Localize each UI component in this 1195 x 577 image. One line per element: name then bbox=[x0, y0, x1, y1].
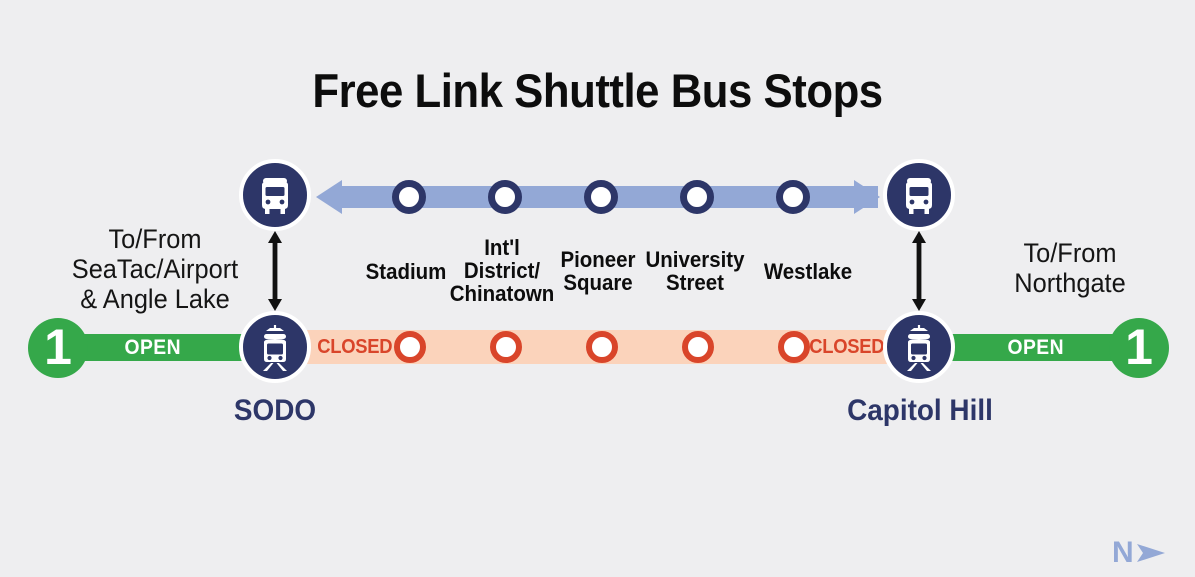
compass-letter: N bbox=[1112, 536, 1134, 569]
light-rail-icon bbox=[263, 325, 287, 371]
destination-label-left: To/From SeaTac/Airport & Angle Lake bbox=[71, 224, 239, 314]
stop-label-stadium: Stadium bbox=[365, 259, 447, 284]
transfer-arrow-sodo bbox=[264, 231, 286, 311]
bus-station-capitol-hill[interactable] bbox=[883, 159, 955, 231]
shuttle-stop-marker[interactable] bbox=[584, 180, 618, 214]
closed-status-label-left: CLOSED bbox=[317, 336, 393, 358]
stop-label-university-street: University Street bbox=[645, 247, 745, 295]
shuttle-stop-marker[interactable] bbox=[776, 180, 810, 214]
open-segment-bar-right bbox=[930, 334, 1130, 361]
stop-label-intl-district: Int'l District/ Chinatown bbox=[449, 235, 555, 306]
open-status-label-left: OPEN bbox=[124, 336, 182, 359]
bus-station-sodo[interactable] bbox=[239, 159, 311, 231]
bus-icon bbox=[906, 178, 932, 214]
rail-station-sodo[interactable] bbox=[239, 311, 311, 383]
page-title: Free Link Shuttle Bus Stops bbox=[312, 64, 883, 117]
line-1-bullet-left[interactable]: 1 bbox=[28, 318, 88, 378]
station-name-sodo: SODO bbox=[233, 394, 317, 427]
shuttle-arrow-right-icon bbox=[854, 180, 880, 214]
closed-station-marker[interactable] bbox=[778, 331, 810, 363]
shuttle-arrow-left-icon bbox=[316, 180, 342, 214]
destination-label-right: To/From Northgate bbox=[1014, 238, 1126, 298]
closed-station-marker[interactable] bbox=[394, 331, 426, 363]
open-status-label-right: OPEN bbox=[1007, 336, 1065, 359]
stop-label-pioneer-square: Pioneer Square bbox=[560, 247, 636, 295]
closed-station-marker[interactable] bbox=[682, 331, 714, 363]
shuttle-stop-marker[interactable] bbox=[392, 180, 426, 214]
compass: N bbox=[1112, 538, 1167, 568]
line-1-bullet-right[interactable]: 1 bbox=[1109, 318, 1169, 378]
shuttle-stop-marker[interactable] bbox=[680, 180, 714, 214]
rail-station-capitol-hill[interactable] bbox=[883, 311, 955, 383]
closed-station-marker[interactable] bbox=[490, 331, 522, 363]
transfer-arrow-capitol-hill bbox=[908, 231, 930, 311]
closed-status-label-right: CLOSED bbox=[809, 336, 885, 358]
north-arrow-icon bbox=[1136, 544, 1165, 562]
closed-station-marker[interactable] bbox=[586, 331, 618, 363]
station-name-capitol-hill: Capitol Hill bbox=[847, 394, 993, 427]
stop-label-westlake: Westlake bbox=[763, 259, 853, 284]
shuttle-stop-marker[interactable] bbox=[488, 180, 522, 214]
light-rail-icon bbox=[907, 325, 931, 371]
bus-icon bbox=[262, 178, 288, 214]
transfer-arrow-icon bbox=[912, 231, 926, 311]
transfer-arrow-icon bbox=[268, 231, 282, 311]
